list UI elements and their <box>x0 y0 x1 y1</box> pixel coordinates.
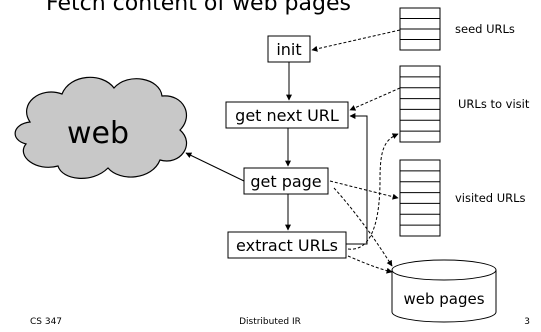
dashed-seed-to-init <box>311 29 401 52</box>
get-next-url-box <box>225 101 349 129</box>
get-page-box <box>243 167 329 195</box>
extract-urls-label: extract URLs <box>236 236 338 255</box>
get-page-label: get page <box>250 172 321 191</box>
init-label: init <box>276 40 301 59</box>
dashed-get-to-webpages <box>333 187 393 267</box>
web-pages-database <box>391 259 497 323</box>
footer-page-number: 3 <box>524 317 530 327</box>
extract-urls-box <box>227 231 347 259</box>
dashed-tovisit-to-next <box>349 87 401 111</box>
footer-course: CS 347 <box>30 317 62 327</box>
slide-title: Fetch content of web pages <box>46 0 351 16</box>
arrow-get-to-web <box>185 152 245 182</box>
seed-urls-queue <box>399 7 441 51</box>
get-next-url-label: get next URL <box>235 106 339 125</box>
web-label: web <box>67 116 129 151</box>
dashed-get-to-visited <box>329 180 399 200</box>
web-cloud <box>14 76 188 179</box>
init-box <box>267 35 311 63</box>
footer-topic: Distributed IR <box>239 317 301 327</box>
visited-urls-queue <box>399 159 441 237</box>
dashed-extract-to-webpages <box>347 255 393 274</box>
seed-urls-label: seed URLs <box>455 22 515 36</box>
dashed-extract-to-tovisit <box>347 133 399 250</box>
urls-to-visit-queue <box>399 65 441 143</box>
web-pages-label: web pages <box>403 290 484 308</box>
urls-to-visit-label: URLs to visit <box>458 97 530 111</box>
visited-urls-label: visited URLs <box>455 191 526 205</box>
arrow-loop-back <box>346 113 368 245</box>
